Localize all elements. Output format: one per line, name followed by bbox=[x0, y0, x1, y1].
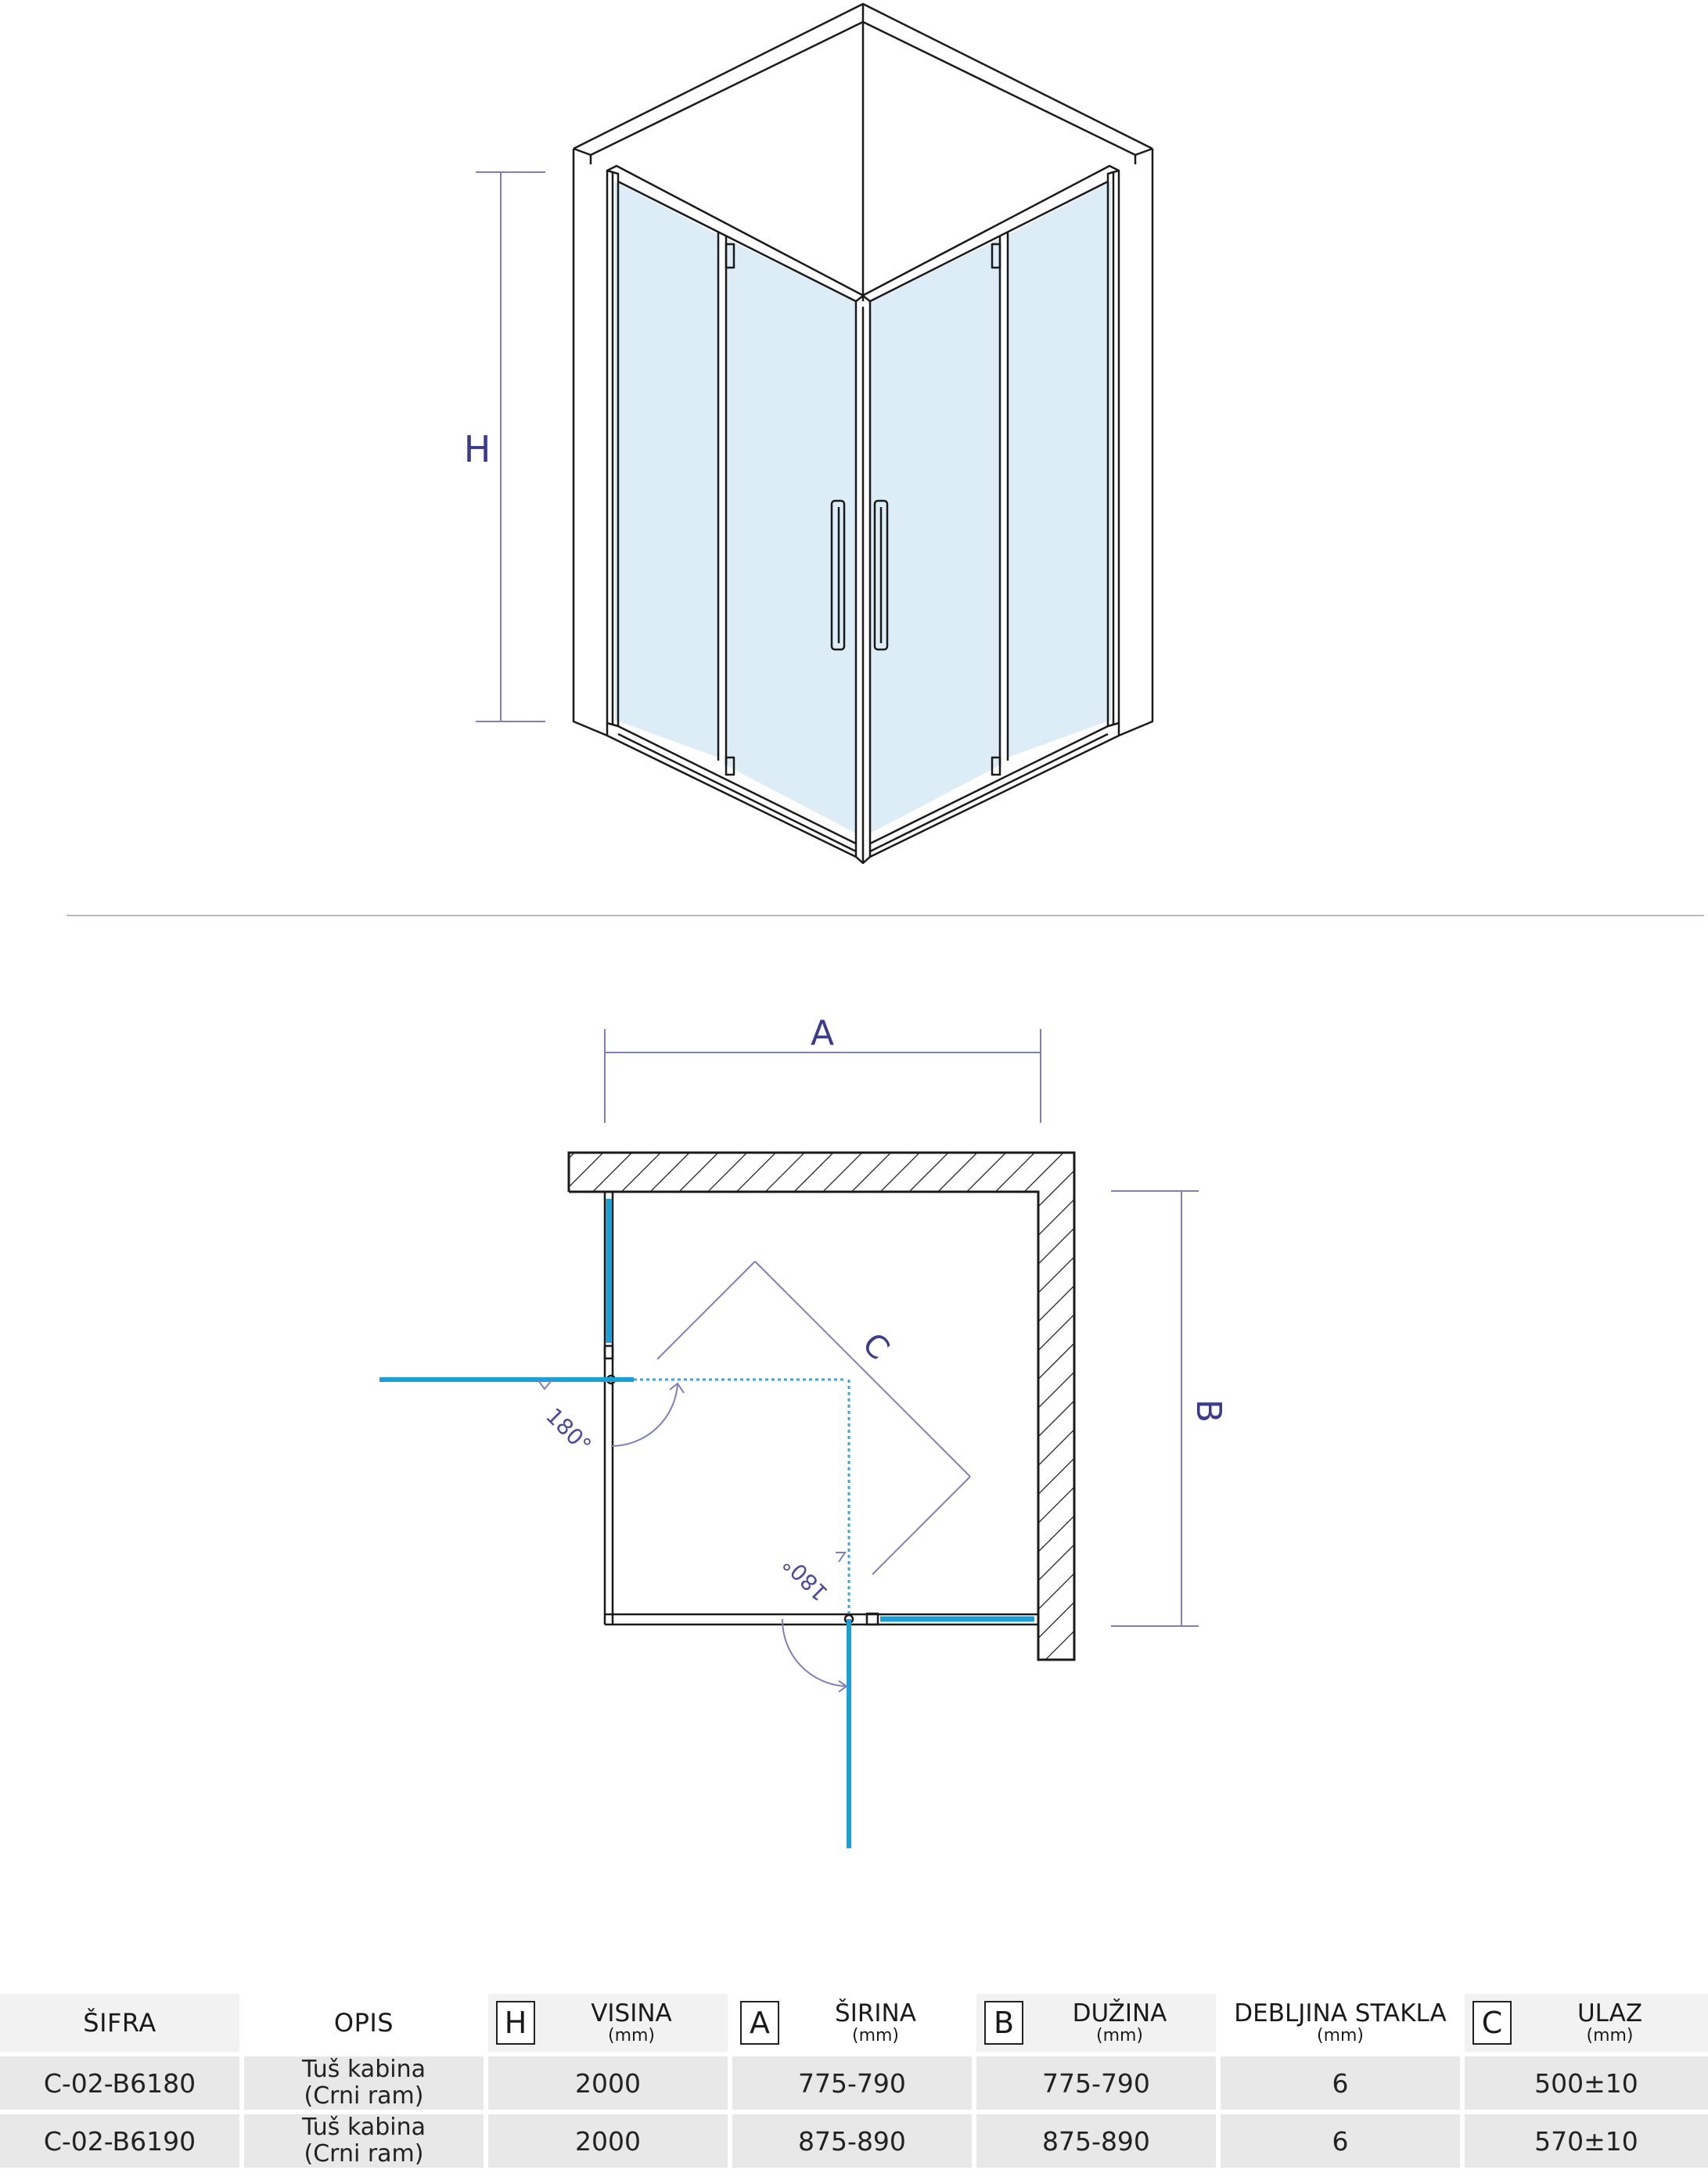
letter-badge-a: A bbox=[740, 2001, 779, 2045]
left-fixed-glass bbox=[615, 182, 718, 757]
right-frame bbox=[861, 164, 1120, 858]
header-sirina: A ŠIRINA (mm) bbox=[732, 1994, 976, 2056]
isometric-view bbox=[476, 2, 1154, 865]
cell-debljina: 6 bbox=[1221, 2114, 1465, 2172]
header-visina: H VISINA (mm) bbox=[488, 1994, 732, 2056]
header-debljina: DEBLJINA STAKLA (mm) bbox=[1221, 1994, 1465, 2056]
depth-dimension bbox=[1111, 1190, 1199, 1627]
angle-label-left: 180° bbox=[541, 1403, 596, 1459]
header-ulaz: C ULAZ (mm) bbox=[1465, 1994, 1708, 2056]
letter-badge-c: C bbox=[1472, 2001, 1512, 2045]
plan-view bbox=[379, 1029, 1199, 1848]
shower-outline bbox=[603, 1192, 1038, 1626]
entry-dimension bbox=[656, 1261, 971, 1575]
width-dimension bbox=[604, 1029, 1041, 1123]
header-sifra: ŠIFRA bbox=[0, 1994, 244, 2056]
angle-label-bottom: 180° bbox=[778, 1550, 833, 1606]
table-row: C-02-B6180 Tuš kabina (Crni ram) 2000 77… bbox=[0, 2056, 1708, 2114]
corner-post bbox=[854, 294, 872, 865]
cell-ulaz: 500±10 bbox=[1465, 2056, 1708, 2114]
cell-opis: Tuš kabina (Crni ram) bbox=[244, 2056, 488, 2114]
cell-duzina: 775-790 bbox=[976, 2056, 1221, 2114]
cell-ulaz: 570±10 bbox=[1465, 2114, 1708, 2172]
cell-debljina: 6 bbox=[1221, 2056, 1465, 2114]
table-header: ŠIFRA OPIS H VISINA (mm) A ŠIRINA (mm) bbox=[0, 1994, 1708, 2056]
entry-label: C bbox=[855, 1326, 896, 1367]
cell-sifra: C-02-B6190 bbox=[0, 2114, 244, 2172]
height-label: H bbox=[464, 428, 491, 470]
left-frame bbox=[606, 164, 865, 858]
cell-sirina: 775-790 bbox=[732, 2056, 976, 2114]
back-wall bbox=[572, 2, 1154, 737]
cell-duzina: 875-890 bbox=[976, 2114, 1221, 2172]
cell-sirina: 875-890 bbox=[732, 2114, 976, 2172]
shower-diagram: H bbox=[67, 2, 1704, 1848]
cell-visina: 2000 bbox=[488, 2056, 732, 2114]
spec-table: ŠIFRA OPIS H VISINA (mm) A ŠIRINA (mm) bbox=[0, 1994, 1708, 2172]
letter-badge-h: H bbox=[496, 2001, 535, 2045]
door-handles bbox=[830, 499, 889, 651]
right-door-glass bbox=[870, 239, 1000, 833]
right-fixed-glass bbox=[1008, 182, 1111, 757]
width-label: A bbox=[811, 1013, 834, 1053]
height-dimension bbox=[476, 171, 545, 722]
letter-badge-b: B bbox=[984, 2001, 1023, 2045]
table-row: C-02-B6190 Tuš kabina (Crni ram) 2000 87… bbox=[0, 2114, 1708, 2172]
swing-arcs bbox=[538, 1380, 848, 1693]
cell-opis: Tuš kabina (Crni ram) bbox=[244, 2114, 488, 2172]
depth-label: B bbox=[1188, 1399, 1228, 1423]
cell-sifra: C-02-B6180 bbox=[0, 2056, 244, 2114]
wall-hatched bbox=[567, 1151, 1076, 1661]
header-duzina: B DUŽINA (mm) bbox=[976, 1994, 1221, 2056]
header-opis: OPIS bbox=[244, 1994, 488, 2056]
left-door-glass bbox=[726, 239, 856, 833]
cell-visina: 2000 bbox=[488, 2114, 732, 2172]
